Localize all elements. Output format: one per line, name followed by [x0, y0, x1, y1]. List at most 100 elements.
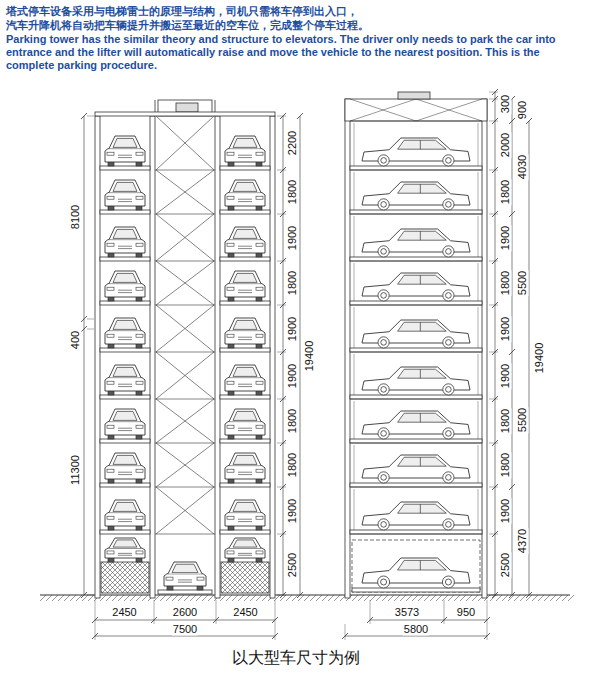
drawing-stroke	[478, 123, 479, 166]
pallet	[220, 166, 270, 170]
drawing-stroke	[350, 99, 416, 121]
drawing-stroke	[277, 487, 286, 488]
drawing-stroke	[250, 595, 256, 601]
drawing-stroke	[472, 595, 478, 601]
drawing-stroke	[118, 472, 132, 473]
car-wheel	[443, 290, 454, 301]
pallet	[352, 588, 480, 592]
drawing-stroke	[275, 624, 276, 640]
car-outline	[398, 369, 447, 378]
car-wheel	[381, 202, 387, 208]
drawing-stroke	[297, 592, 303, 598]
drawing-stroke	[95, 600, 96, 624]
car-outline	[229, 136, 261, 149]
car-outline	[229, 227, 261, 240]
drawing-stroke	[277, 399, 286, 400]
car-outline	[398, 560, 447, 570]
car-outline	[229, 409, 261, 422]
car-outline	[113, 540, 137, 547]
drawing-stroke	[155, 352, 215, 353]
pallet	[350, 483, 482, 487]
car-outline	[113, 502, 137, 511]
drawing-stroke	[420, 231, 421, 240]
frame-member	[95, 116, 100, 598]
drawing-stroke	[277, 214, 286, 215]
car-light	[256, 381, 263, 384]
car-outline	[225, 513, 265, 526]
drawing-stroke	[562, 595, 568, 601]
car-wheel	[446, 522, 452, 528]
drawing-stroke	[420, 369, 421, 378]
car-wheel	[381, 293, 387, 299]
drawing-stroke	[352, 595, 358, 601]
drawing-stroke	[509, 484, 515, 490]
car-wheel	[378, 337, 389, 348]
drawing-stroke	[238, 386, 252, 387]
car-outline	[229, 180, 261, 193]
drawing-stroke	[84, 116, 85, 595]
car-outline	[225, 331, 265, 344]
drawing-stroke	[155, 399, 215, 400]
drawing-stroke	[190, 595, 196, 601]
pallet	[158, 590, 212, 594]
drawing-stroke	[156, 399, 214, 443]
drawing-stroke	[178, 595, 184, 601]
drawing-stroke	[238, 201, 252, 202]
drawing-stroke	[350, 99, 416, 121]
drawing-stroke	[238, 248, 252, 249]
pallet	[220, 301, 270, 305]
car-light	[227, 287, 234, 290]
drawing-stroke	[509, 592, 515, 598]
drawing-stroke	[142, 595, 148, 601]
frame-member	[150, 116, 155, 598]
drawing-stroke	[232, 595, 238, 601]
drawing-stroke	[496, 595, 502, 601]
dimension-label: 1800	[286, 452, 299, 478]
drawing-stroke	[220, 595, 226, 601]
pallet	[220, 530, 270, 534]
drawing-stroke	[526, 595, 532, 601]
car-outline	[229, 453, 261, 466]
drawing-stroke	[156, 487, 214, 534]
pallet	[220, 483, 270, 487]
car-outline	[398, 231, 447, 240]
car-outline	[105, 193, 145, 206]
drawing-stroke	[444, 600, 445, 624]
drawing-stroke	[529, 121, 530, 595]
car-outline	[362, 138, 470, 161]
car-light	[107, 152, 114, 155]
dimension-label: 1900	[286, 315, 299, 341]
pallet	[100, 257, 150, 261]
dimension-label: 400	[69, 330, 82, 350]
drawing-stroke	[226, 595, 232, 601]
drawing-stroke	[100, 595, 106, 601]
drawing-stroke	[155, 443, 215, 444]
drawing-stroke	[160, 595, 166, 601]
dimension-label: 1800	[499, 408, 512, 434]
car-wheel	[443, 155, 454, 166]
drawing-stroke	[478, 354, 479, 395]
dimension-label: 8100	[69, 204, 82, 230]
drawing-stroke	[277, 352, 286, 353]
drawing-stroke	[238, 339, 252, 340]
car-light	[256, 243, 263, 246]
drawing-stroke	[155, 534, 215, 535]
car-outline	[225, 422, 265, 435]
drawing-stroke	[520, 595, 526, 601]
car-light	[107, 381, 114, 384]
lift-carriage	[352, 540, 480, 592]
drawing-stroke	[300, 116, 301, 595]
drawing-stroke	[156, 214, 214, 261]
drawing-stroke	[544, 595, 550, 601]
drawing-stroke	[489, 352, 498, 353]
car-outline	[362, 320, 470, 343]
dimension-label: 2600	[172, 606, 198, 619]
pallet	[350, 257, 482, 261]
pallet	[100, 166, 150, 170]
car-light	[256, 425, 263, 428]
dimension-label: 5500	[516, 407, 529, 433]
car-light	[107, 516, 114, 519]
car-light	[136, 334, 143, 337]
drawing-stroke	[420, 457, 421, 466]
drawing-stroke	[364, 595, 370, 601]
